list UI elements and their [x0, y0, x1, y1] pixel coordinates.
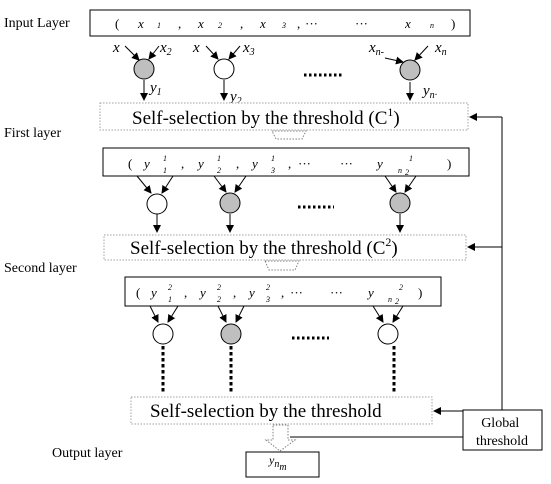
first-layer-vector-box: ( y 1 1 , y 1 2 , y 1 3 , ··· ··· y n 2 …	[102, 147, 470, 178]
hollow-arrow-2	[264, 260, 300, 271]
input-node-1	[133, 58, 155, 80]
input-node-2	[213, 58, 235, 80]
input-node-n	[399, 59, 421, 81]
selection-box-3	[130, 396, 433, 425]
global-threshold-box	[462, 409, 543, 451]
second-row-wires	[149, 305, 404, 323]
svg-text:( y 2 1: ( y 2 1 , y 2 2 , y 2 3 , ··· ··· y n 2 …	[136, 278, 422, 307]
selection-3-label: Self-selection by the threshold	[150, 401, 382, 422]
second-node-2	[220, 323, 242, 345]
input-vector-box: ( x 1 , x 2 , x 3 , ··· ··· x n )	[89, 9, 471, 37]
input-wire-labels: x x2 x x3 xn- xn	[112, 40, 447, 59]
output-box	[245, 451, 320, 478]
input-vector-xn: x	[404, 16, 411, 31]
first-row-wires	[136, 175, 417, 233]
first-node-n	[389, 192, 411, 214]
second-node-n	[377, 323, 399, 345]
selection-1-label: Self-selection by the threshold (C1)	[132, 105, 400, 129]
input-vector-x1: x	[137, 16, 144, 31]
selection-box-1	[99, 102, 469, 131]
input-vector-open: (	[115, 16, 119, 31]
selection-2-label: Self-selection by the threshold (C2)	[130, 235, 398, 259]
input-row-wires	[124, 45, 429, 101]
input-layer-label: Input Layer	[4, 16, 70, 31]
global-threshold-label: Global threshold	[476, 416, 528, 449]
first-layer-label: First layer	[4, 126, 61, 141]
output-label: ynm	[268, 453, 287, 473]
svg-text:( y 1 1: ( y 1 1 , y 1 2 , y 1 3 , ··· ··· y n 2 …	[128, 149, 451, 178]
first-node-2	[219, 192, 241, 214]
hollow-arrow-1	[271, 130, 307, 140]
first-node-1	[146, 193, 168, 215]
hollow-arrow-3	[264, 424, 297, 452]
second-layer-vector-box: ( y 2 1 , y 2 2 , y 2 3 , ··· ··· y n 2 …	[124, 276, 442, 307]
input-vector-x3: x	[259, 16, 266, 31]
second-node-1	[152, 323, 174, 345]
second-layer-label: Second layer	[4, 261, 77, 276]
output-layer-label: Output layer	[52, 446, 123, 461]
global-threshold-feedback	[290, 113, 503, 438]
input-vector-x2: x	[197, 16, 204, 31]
input-output-labels: y1 y2 yn·	[148, 80, 437, 108]
selection-box-2	[103, 234, 467, 261]
svg-text:( x 1 ,: ( x 1 , x 2 , x 3 , ··· ··· x n )	[115, 16, 455, 31]
